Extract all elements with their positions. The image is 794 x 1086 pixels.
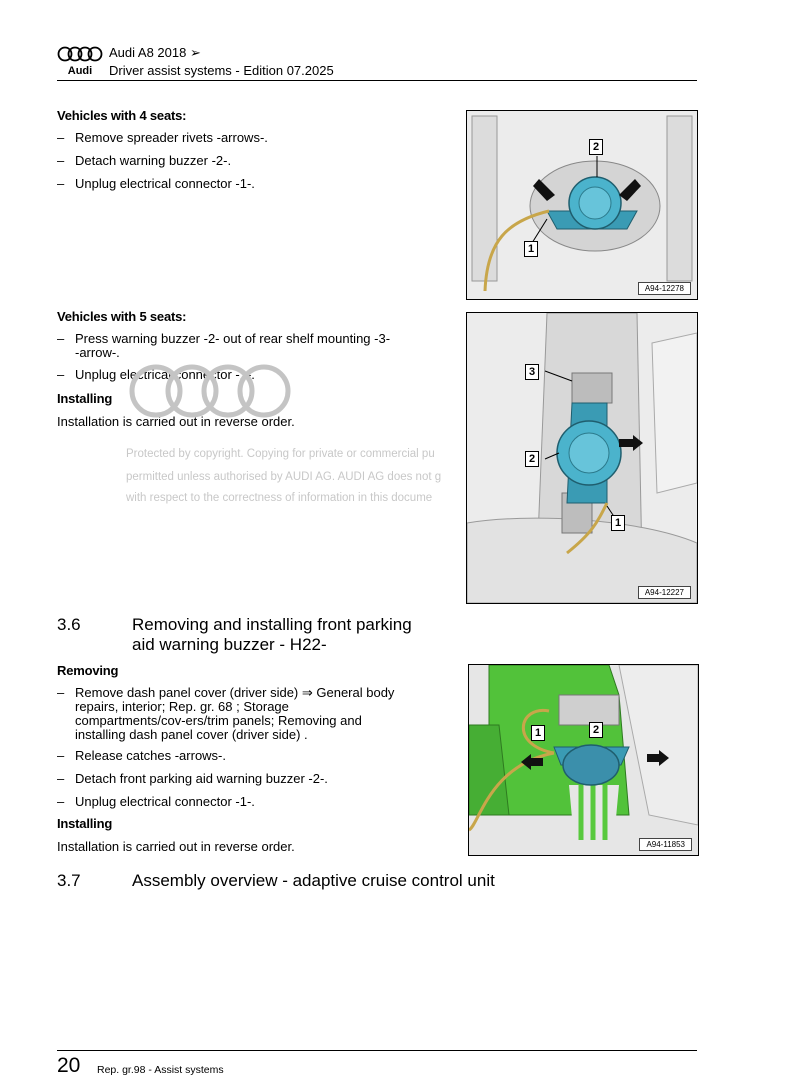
callout-1: 1 <box>524 241 539 257</box>
section-title: Removing and installing front parking ai… <box>132 615 412 654</box>
figure-id: A94-12278 <box>637 282 691 295</box>
callout-1: 1 <box>531 725 546 741</box>
section-number: 3.6 <box>57 615 81 634</box>
subheading-removing: Removing <box>57 663 119 678</box>
subheading-5-seats: Vehicles with 5 seats: <box>57 309 187 324</box>
subheading-4-seats: Vehicles with 4 seats: <box>57 108 187 123</box>
buzzer-illustration-5-seats <box>467 313 697 603</box>
callout-2: 2 <box>525 451 540 467</box>
callout-3: 3 <box>525 364 540 380</box>
figure-4-seats: 2 1 A94-12278 <box>466 110 698 300</box>
buzzer-illustration-4-seats <box>467 111 697 299</box>
svg-text:Audi: Audi <box>68 65 92 77</box>
figure-5-seats: 3 2 1 A94-12227 <box>466 312 698 604</box>
callout-2: 2 <box>589 722 604 738</box>
step-item: –Remove dash panel cover (driver side) ⇒… <box>57 685 395 742</box>
header-divider <box>57 80 697 81</box>
watermark-line: permitted unless authorised by AUDI AG. … <box>126 471 442 483</box>
header-model: Audi A8 2018 ➢ <box>109 45 201 60</box>
section-title: Assembly overview - adaptive cruise cont… <box>132 871 495 890</box>
audi-logo: Audi <box>57 46 103 77</box>
header-subtitle: Driver assist systems - Edition 07.2025 <box>109 63 334 78</box>
buzzer-illustration-front <box>469 665 698 855</box>
audi-rings-watermark <box>129 364 291 418</box>
installing-text: Installation is carried out in reverse o… <box>57 839 295 854</box>
footer-text: Rep. gr.98 - Assist systems <box>97 1064 224 1076</box>
installing-text: Installation is carried out in reverse o… <box>57 414 295 429</box>
footer-divider <box>57 1050 697 1051</box>
section-number: 3.7 <box>57 871 81 890</box>
figure-id: A94-11853 <box>639 838 692 851</box>
figure-front-buzzer: 1 2 A94-11853 <box>468 664 699 856</box>
figure-id: A94-12227 <box>637 586 691 599</box>
page-number: 20 <box>57 1054 81 1077</box>
subheading-installing: Installing <box>57 391 113 406</box>
callout-1: 1 <box>611 515 626 531</box>
subheading-installing: Installing <box>57 816 113 831</box>
callout-2: 2 <box>589 139 604 155</box>
watermark-line: Protected by copyright. Copying for priv… <box>126 448 435 460</box>
watermark-line: with respect to the correctness of infor… <box>126 492 433 504</box>
step-item: –Press warning buzzer -2- out of rear sh… <box>57 331 391 360</box>
